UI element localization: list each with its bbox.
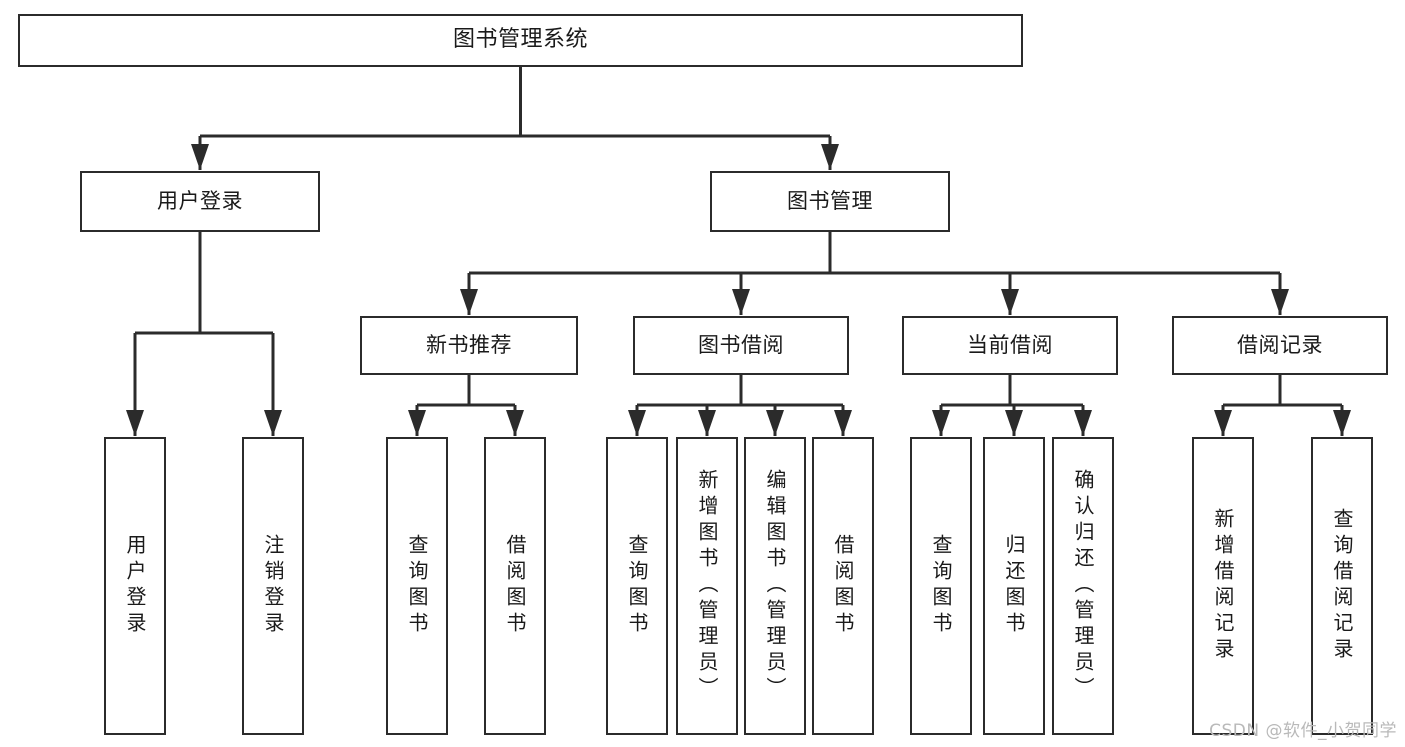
node-leaf-return-book[interactable]: 归还图书 — [983, 437, 1045, 735]
node-leaf-user-login[interactable]: 用户登录 — [104, 437, 166, 735]
node-label: 当前借阅 — [967, 332, 1053, 357]
arrow-head-icon — [191, 144, 209, 170]
node-label: 编辑图书（管理员） — [763, 469, 787, 703]
node-leaf-logout[interactable]: 注销登录 — [242, 437, 304, 735]
node-leaf-query-book-3[interactable]: 查询图书 — [910, 437, 972, 735]
arrow-head-icon — [1005, 410, 1023, 436]
arrow-head-icon — [732, 289, 750, 315]
node-leaf-borrow-book-2[interactable]: 借阅图书 — [812, 437, 874, 735]
arrow-head-icon — [1074, 410, 1092, 436]
node-label: 图书管理 — [787, 188, 873, 213]
node-leaf-query-book-1[interactable]: 查询图书 — [386, 437, 448, 735]
arrow-head-icon — [766, 410, 784, 436]
node-label: 确认归还（管理员） — [1071, 469, 1095, 703]
node-new-book-rec[interactable]: 新书推荐 — [360, 316, 578, 375]
node-leaf-query-book-2[interactable]: 查询图书 — [606, 437, 668, 735]
arrow-head-icon — [1001, 289, 1019, 315]
arrow-head-icon — [821, 144, 839, 170]
arrow-head-icon — [126, 410, 144, 436]
arrow-head-icon — [506, 410, 524, 436]
node-label: 新增借阅记录 — [1211, 508, 1235, 664]
arrow-head-icon — [1271, 289, 1289, 315]
node-book-manage[interactable]: 图书管理 — [710, 171, 950, 232]
node-leaf-borrow-book-1[interactable]: 借阅图书 — [484, 437, 546, 735]
arrow-head-icon — [460, 289, 478, 315]
node-label: 查询图书 — [929, 534, 953, 638]
arrow-head-icon — [1333, 410, 1351, 436]
node-label: 借阅记录 — [1237, 332, 1323, 357]
arrow-head-icon — [1214, 410, 1232, 436]
node-label: 查询借阅记录 — [1330, 508, 1354, 664]
node-label: 图书借阅 — [698, 332, 784, 357]
node-label: 注销登录 — [261, 534, 285, 638]
node-label: 用户登录 — [123, 534, 147, 638]
arrow-head-icon — [264, 410, 282, 436]
node-label: 图书管理系统 — [452, 27, 588, 53]
arrow-head-icon — [408, 410, 426, 436]
node-current-borrow[interactable]: 当前借阅 — [902, 316, 1118, 375]
node-leaf-add-record[interactable]: 新增借阅记录 — [1192, 437, 1254, 735]
node-leaf-confirm-return[interactable]: 确认归还（管理员） — [1052, 437, 1114, 735]
arrow-head-icon — [628, 410, 646, 436]
node-label: 新增图书（管理员） — [695, 469, 719, 703]
node-label: 查询图书 — [405, 534, 429, 638]
node-leaf-query-record[interactable]: 查询借阅记录 — [1311, 437, 1373, 735]
node-label: 新书推荐 — [426, 332, 512, 357]
node-root-system[interactable]: 图书管理系统 — [18, 14, 1023, 67]
arrow-head-icon — [932, 410, 950, 436]
watermark: CSDN @软件_小贺同学 — [1209, 721, 1397, 741]
node-user-login[interactable]: 用户登录 — [80, 171, 320, 232]
node-label: 借阅图书 — [503, 534, 527, 638]
arrow-head-icon — [834, 410, 852, 436]
node-book-borrow[interactable]: 图书借阅 — [633, 316, 849, 375]
arrow-head-icon — [698, 410, 716, 436]
node-leaf-add-book[interactable]: 新增图书（管理员） — [676, 437, 738, 735]
node-label: 借阅图书 — [831, 534, 855, 638]
node-label: 查询图书 — [625, 534, 649, 638]
node-leaf-edit-book[interactable]: 编辑图书（管理员） — [744, 437, 806, 735]
node-borrow-record[interactable]: 借阅记录 — [1172, 316, 1388, 375]
node-label: 用户登录 — [157, 188, 243, 213]
node-label: 归还图书 — [1002, 534, 1026, 638]
